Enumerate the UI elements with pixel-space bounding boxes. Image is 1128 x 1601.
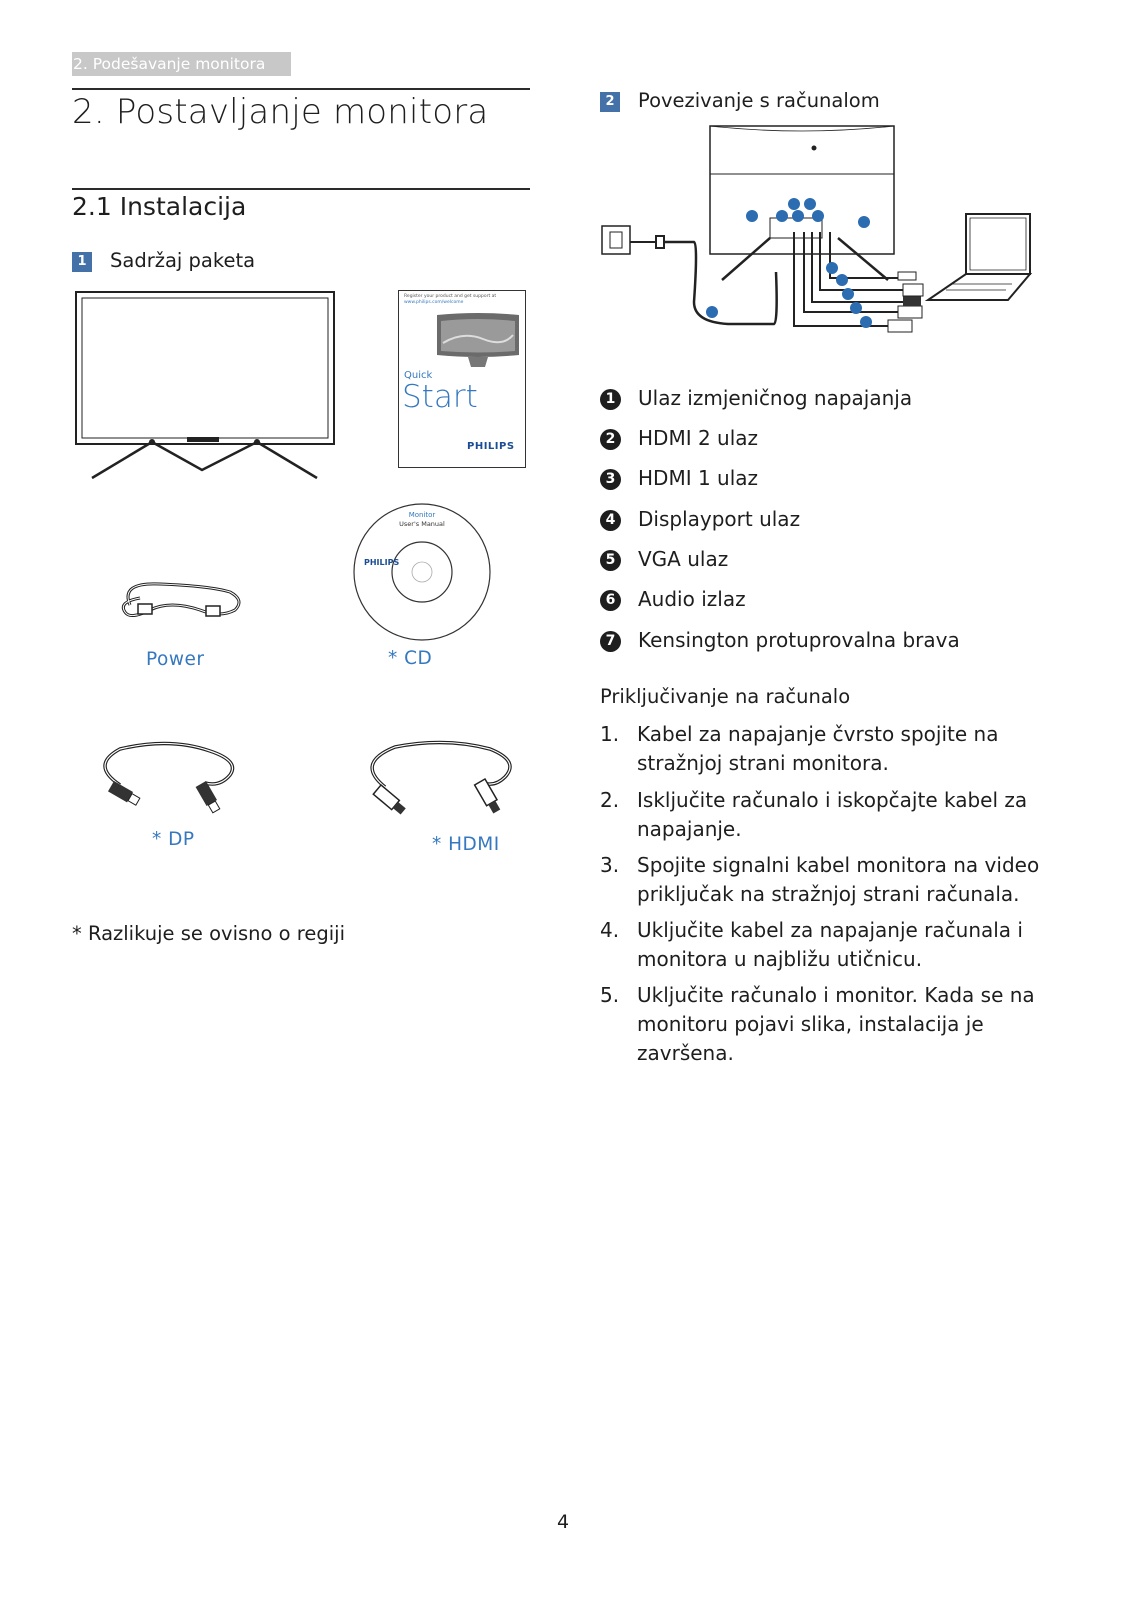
connect-badge: 2 (600, 92, 620, 112)
step-1: 1. Kabel za napajanje čvrsto spojite na … (600, 720, 1060, 778)
power-caption: Power (146, 649, 205, 670)
cd-caption: * CD (388, 648, 433, 669)
connection-diagram (601, 125, 1033, 333)
hdmi-caption: * HDMI (432, 834, 500, 855)
port-3-number: 3 (600, 469, 621, 490)
step-1-text: Kabel za napajanje čvrsto spojite na str… (637, 722, 999, 775)
port-7-number: 7 (600, 631, 621, 652)
dp-caption: * DP (152, 829, 195, 850)
step-4: 4. Uključite kabel za napajanje računala… (600, 916, 1060, 974)
quick-start-start: Start (402, 379, 478, 415)
quick-start-monitor-image (437, 313, 519, 367)
monitor-front-illustration (75, 291, 335, 480)
step-4-text: Uključite kabel za napajanje računala i … (637, 918, 1023, 971)
port-4-label: Displayport ulaz (638, 507, 801, 531)
port-5-number: 5 (600, 550, 621, 571)
step-2: 2. Isključite računalo i iskopčajte kabe… (600, 786, 1060, 844)
step-3-number: 3. (600, 853, 620, 877)
dp-cable-illustration (103, 741, 235, 814)
step-4-number: 4. (600, 918, 620, 942)
quick-start-register: Register your product and get support at (404, 294, 497, 299)
port-7-label: Kensington protuprovalna brava (638, 628, 960, 652)
cd-monitor-label: Monitor (409, 511, 436, 519)
page-number: 4 (557, 1511, 570, 1533)
port-1-number: 1 (600, 389, 621, 410)
cd-illustration: PHILIPS Monitor User's Manual (353, 503, 491, 641)
step-2-text: Isključite računalo i iskopčajte kabel z… (637, 788, 1028, 841)
cd-brand: PHILIPS (364, 558, 399, 567)
step-3-text: Spojite signalni kabel monitora na video… (637, 853, 1040, 906)
port-4-number: 4 (600, 510, 621, 531)
package-badge: 1 (72, 252, 92, 272)
quick-start-brand: PHILIPS (467, 441, 515, 452)
step-5-number: 5. (600, 983, 620, 1007)
section-rule-top (72, 188, 530, 190)
power-cable-illustration (121, 582, 241, 617)
step-5-text: Uključite računalo i monitor. Kada se na… (637, 983, 1035, 1065)
section-tab: 2. Podešavanje monitora (72, 52, 291, 76)
hdmi-cable-illustration (370, 740, 512, 815)
step-3: 3. Spojite signalni kabel monitora na vi… (600, 851, 1060, 909)
port-3-label: HDMI 1 ulaz (638, 466, 759, 490)
steps-title: Priključivanje na računalo (600, 685, 851, 708)
step-2-number: 2. (600, 788, 620, 812)
chapter-title: 2. Postavljanje monitora (72, 92, 489, 132)
port-1-label: Ulaz izmjeničnog napajanja (638, 386, 913, 410)
step-5: 5. Uključite računalo i monitor. Kada se… (600, 981, 1060, 1068)
region-note: * Razlikuje se ovisno o regiji (72, 922, 345, 945)
step-1-number: 1. (600, 722, 620, 746)
package-title: Sadržaj paketa (110, 249, 256, 272)
port-2-label: HDMI 2 ulaz (638, 426, 759, 450)
port-2-number: 2 (600, 429, 621, 450)
quick-start-quick: Quick (404, 370, 433, 381)
chapter-rule-top (72, 88, 530, 90)
port-5-label: VGA ulaz (638, 547, 729, 571)
section-title: 2.1 Instalacija (72, 192, 247, 221)
quick-start-booklet: Register your product and get support at… (398, 290, 526, 468)
port-6-label: Audio izlaz (638, 587, 746, 611)
connect-title: Povezivanje s računalom (638, 89, 880, 112)
port-6-number: 6 (600, 590, 621, 611)
cd-manual-label: User's Manual (399, 520, 445, 528)
quick-start-url: www.philips.com/welcome (404, 300, 464, 305)
